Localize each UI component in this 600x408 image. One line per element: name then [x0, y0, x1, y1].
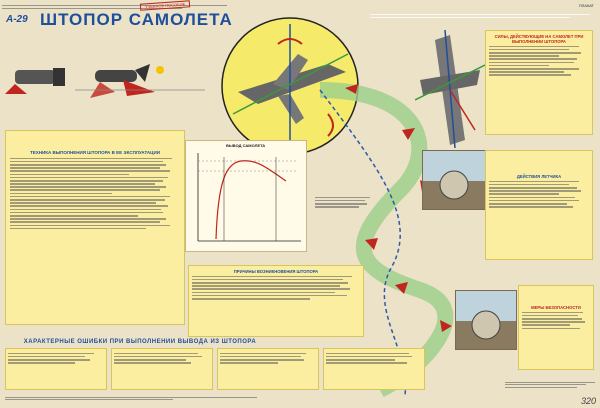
graph-plot: [197, 153, 301, 242]
error-box-1: [5, 348, 107, 390]
pilot-heading: ДЕЙСТВИЯ ЛЕТЧИКА: [516, 174, 562, 179]
error-box-3: [217, 348, 319, 390]
footer-credits: [5, 395, 425, 402]
forces-heading: СИЛЫ, ДЕЙСТВУЮЩИЕ НА САМОЛЕТ ПРИ ВЫПОЛНЕ…: [494, 34, 584, 44]
footer-right: [505, 380, 595, 389]
technique-heading: ТЕХНИКА ВЫПОЛНЕНИЯ ШТОПОРА В ЕЕ ЭКСПЛУАТ…: [30, 150, 160, 155]
pilot-panel: ДЕЙСТВИЯ ЛЕТЧИКА: [485, 150, 593, 260]
top-info-line: [2, 3, 232, 11]
forces-panel: СИЛЫ, ДЕЙСТВУЮЩИЕ НА САМОЛЕТ ПРИ ВЫПОЛНЕ…: [485, 30, 593, 135]
top-right-description: [370, 12, 595, 20]
cockpit-view-2: [455, 290, 517, 350]
spin-axes-illustration: [221, 17, 359, 155]
technique-panel: ТЕХНИКА ВЫПОЛНЕНИЯ ШТОПОРА В ЕЕ ЭКСПЛУАТ…: [5, 130, 185, 325]
top-right-tag: ПЛАКАТ: [578, 3, 594, 8]
errors-band: [5, 348, 425, 390]
errors-heading: ХАРАКТЕРНЫЕ ОШИБКИ ПРИ ВЫПОЛНЕНИИ ВЫВОДА…: [23, 339, 257, 345]
graph-note: [315, 195, 370, 209]
error-box-4: [323, 348, 425, 390]
safety-panel: МЕРЫ БЕЗОПАСНОСТИ: [518, 285, 594, 370]
scale-models-illustration: [5, 64, 205, 98]
cockpit-view-1: [422, 150, 486, 210]
causes-panel: ПРИЧИНЫ ВОЗНИКНОВЕНИЯ ШТОПОРА: [188, 265, 364, 337]
graph-panel: ВЫВОД САМОЛЕТА: [185, 140, 307, 252]
graph-title: ВЫВОД САМОЛЕТА: [226, 143, 266, 148]
safety-heading: МЕРЫ БЕЗОПАСНОСТИ: [531, 305, 581, 310]
bottom-right-mark: 320: [580, 396, 596, 406]
causes-heading: ПРИЧИНЫ ВОЗНИКНОВЕНИЯ ШТОПОРА: [233, 269, 319, 274]
error-box-2: [111, 348, 213, 390]
poster-title: ШТОПОР САМОЛЕТА: [40, 10, 233, 29]
poster-number: А-29: [6, 14, 28, 25]
forces-plane-illustration: [415, 30, 485, 149]
